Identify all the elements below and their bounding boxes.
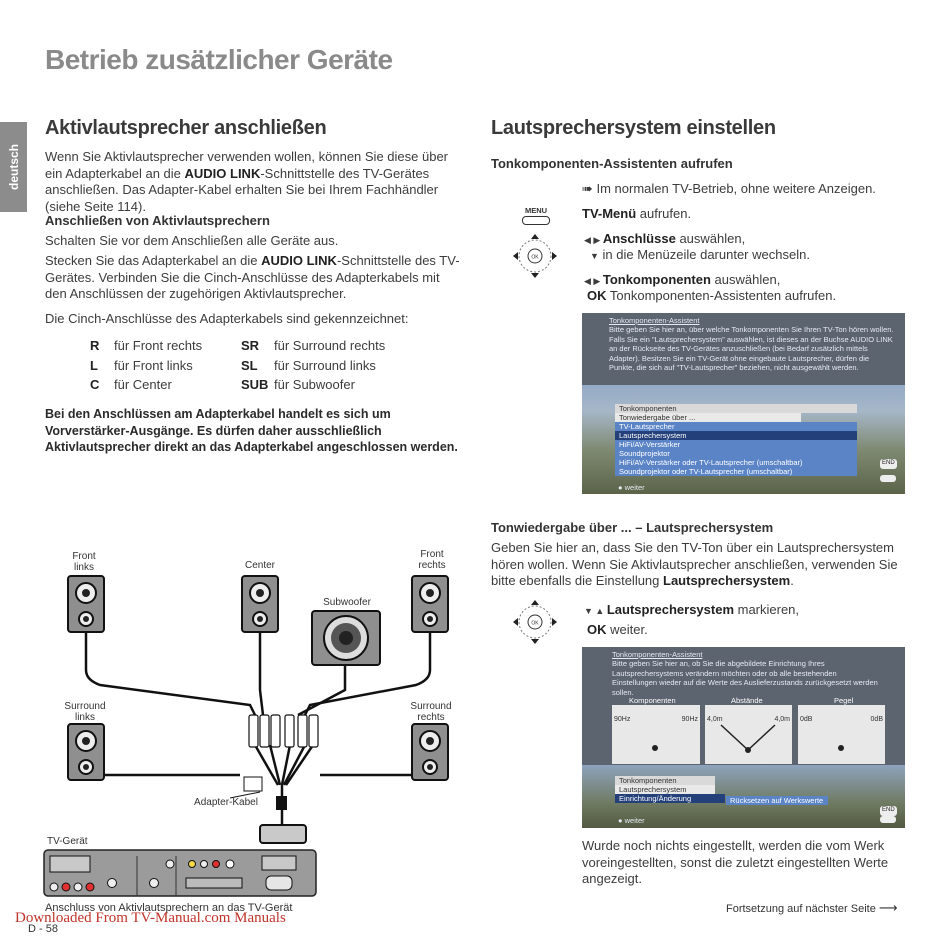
right-p2: Geben Sie hier an, dass Sie den TV-Ton ü… xyxy=(491,540,898,588)
left-heading: Aktivlautsprecher anschließen xyxy=(45,117,327,139)
right-heading: Lautsprechersystem einstellen xyxy=(491,117,776,139)
right-p3: Wurde noch nichts eingestellt, werden di… xyxy=(582,838,889,886)
osd2-reset-option: Rücksetzen auf Werkswerte xyxy=(726,796,828,805)
speaker-center xyxy=(241,575,279,633)
cinch-plugs xyxy=(248,714,319,748)
continuation-note: Fortsetzung auf nächster Seite ⟶ xyxy=(726,900,898,915)
step-tv-menu: TV-Menü aufrufen. xyxy=(582,206,692,221)
step-normal-tv: ➠ Im normalen TV-Betrieb, ohne weitere A… xyxy=(582,181,876,196)
osd1-next: ● weiter xyxy=(618,483,645,492)
svg-text:OK: OK xyxy=(531,255,539,261)
right-subheading: Tonkomponenten-Assistenten aufrufen xyxy=(491,156,733,171)
step-continue: OK weiter. xyxy=(587,622,648,637)
right-subheading-2: Tonwiedergabe über ... – Lautsprechersys… xyxy=(491,520,774,535)
osd1-menu: Tonkomponenten Tonwiedergabe über ... TV… xyxy=(615,404,857,476)
left-intro: Wenn Sie Aktivlautsprecher verwenden wol… xyxy=(45,149,448,214)
adapter-ferrite xyxy=(276,796,287,810)
speaker-surround-right xyxy=(411,723,449,781)
language-tab: deutsch xyxy=(0,122,27,212)
speaker-surround-left xyxy=(67,723,105,781)
step-connections-down: ▼ in die Menüzeile darunter wechseln. xyxy=(590,247,810,262)
osd-screen-1: Tonkomponenten-Assistent Bitte geben Sie… xyxy=(582,313,905,494)
osd2-menu: Tonkomponenten Lautsprechersystem Einric… xyxy=(615,776,725,803)
left-p1: Schalten Sie vor dem Anschließen alle Ge… xyxy=(45,233,339,248)
language-tab-label: deutsch xyxy=(6,143,21,191)
page-title: Betrieb zusätzlicher Geräte xyxy=(45,44,393,75)
navigation-pad-icon: OK xyxy=(513,234,557,278)
step-mark-speaker-system: ▼ ▲ Lautsprechersystem markieren, xyxy=(584,602,800,617)
scart-plug xyxy=(259,824,307,844)
speaker-front-right xyxy=(411,575,449,633)
osd2-end: END xyxy=(880,806,897,816)
menu-button: MENU xyxy=(521,206,551,225)
osd2-distances-panel: 4,0m 4,0m xyxy=(705,705,792,764)
step-sound-assistant: OK Tonkomponenten-Assistenten aufrufen. xyxy=(587,288,837,303)
osd2-components-panel: 90Hz 90Hz xyxy=(612,705,700,764)
tv-back-panel xyxy=(43,849,317,897)
osd1-back-icon xyxy=(880,475,896,482)
osd-screen-2: Tonkomponenten-Assistent Bitte geben Sie… xyxy=(582,647,905,828)
left-p3: Die Cinch-Anschlüsse des Adapterkabels s… xyxy=(45,311,409,326)
connection-diagram xyxy=(43,575,449,897)
left-p2: Stecken Sie das Adapterkabel an die AUDI… xyxy=(45,253,460,301)
label-subwoofer: Subwoofer xyxy=(323,597,371,608)
svg-text:OK: OK xyxy=(531,621,539,627)
left-subheading: Anschließen von Aktivlautsprechern xyxy=(45,213,270,228)
diagram-caption: Anschluss von Aktivlautsprechern an das … xyxy=(45,902,293,914)
osd2-back-icon xyxy=(880,816,896,823)
osd1-end: END xyxy=(880,459,897,469)
navigation-pad-icon-2: OK xyxy=(513,600,557,644)
download-source-link[interactable]: Downloaded From TV-Manual.com Manuals xyxy=(15,910,286,926)
label-tv: TV-Gerät xyxy=(47,836,88,847)
speaker-front-left xyxy=(67,575,105,633)
page-number: D - 58 xyxy=(28,923,58,935)
label-center: Center xyxy=(244,560,275,571)
label-adapter-cable: Adapter-Kabel xyxy=(194,797,258,808)
osd2-levels-panel: 0dB 0dB xyxy=(798,705,885,764)
subwoofer xyxy=(311,610,381,666)
warning-note: Bei den Anschlüssen am Adapterkabel hand… xyxy=(45,407,458,454)
osd2-next: ● weiter xyxy=(618,816,645,825)
step-connections: ◀ ▶ Anschlüsse auswählen, xyxy=(584,231,746,246)
step-sound-components: ◀ ▶ Tonkomponenten auswählen, xyxy=(584,272,781,287)
